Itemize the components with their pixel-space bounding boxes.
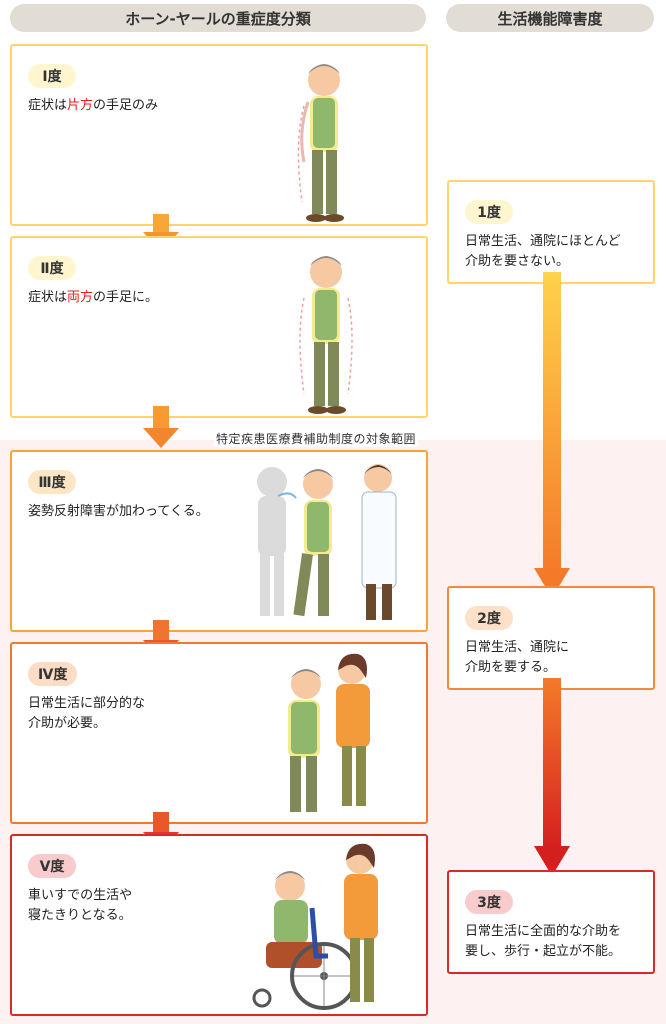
- stage-3-card: Ⅲ度 姿勢反射障害が加わってくる。: [10, 450, 428, 632]
- stage-2-card: Ⅱ度 症状は両方の手足に。: [10, 236, 428, 418]
- stage-1-card: Ⅰ度 症状は片方の手足のみ: [10, 44, 428, 226]
- postural-reflex-with-doctor-illustration: [257, 464, 397, 620]
- stage-1-description: 症状は片方の手足のみ: [28, 98, 159, 113]
- stage-4-card: Ⅳ度 日常生活に部分的な 介助が必要。: [10, 642, 428, 824]
- elderly-man-tremor-one-side-illustration: [297, 64, 344, 222]
- assisted-walking-illustration: [288, 653, 370, 812]
- stage-5-card: Ⅴ度 車いすでの生活や 寝たきりとなる。: [10, 834, 428, 1016]
- functional-degree-2-label: 2度: [465, 606, 513, 630]
- stage-3-label: Ⅲ度: [28, 470, 76, 494]
- stage-5-description: 車いすでの生活や 寝たきりとなる。: [28, 888, 133, 923]
- functional-arrow-2-3: [534, 678, 570, 876]
- stage-arrow-2-3: [143, 406, 179, 448]
- stage-3-description: 姿勢反射障害が加わってくる。: [28, 504, 209, 519]
- stage-5-label: Ⅴ度: [28, 854, 76, 878]
- stage-2-label: Ⅱ度: [28, 256, 76, 280]
- elderly-man-tremor-both-sides-illustration: [299, 256, 353, 414]
- functional-degree-2-card: 2度 日常生活、通院に 介助を要する。: [447, 586, 655, 690]
- stage-1-label: Ⅰ度: [28, 64, 76, 88]
- wheelchair-illustration: [252, 843, 378, 1010]
- functional-degree-3-card: 3度 日常生活に全面的な介助を 要し、歩行・起立が不能。: [447, 870, 655, 974]
- severity-classification-header: ホーン-ヤールの重症度分類: [10, 4, 426, 32]
- functional-degree-1-label: 1度: [465, 200, 513, 224]
- stage-4-description: 日常生活に部分的な 介助が必要。: [28, 696, 146, 731]
- functional-degree-2-description: 日常生活、通院に 介助を要する。: [465, 640, 570, 675]
- functional-degree-3-label: 3度: [465, 890, 513, 914]
- functional-degree-1-description: 日常生活、通院にほとんど 介助を要さない。: [465, 234, 621, 269]
- subsidy-coverage-label: 特定疾患医療費補助制度の対象範囲: [214, 430, 419, 447]
- stage-4-label: Ⅳ度: [28, 662, 78, 686]
- functional-degree-1-card: 1度 日常生活、通院にほとんど 介助を要さない。: [447, 180, 655, 284]
- stage-2-description: 症状は両方の手足に。: [28, 290, 159, 305]
- functional-disability-header: 生活機能障害度: [446, 4, 654, 32]
- functional-degree-3-description: 日常生活に全面的な介助を 要し、歩行・起立が不能。: [465, 924, 622, 959]
- functional-arrow-1-2: [534, 272, 570, 598]
